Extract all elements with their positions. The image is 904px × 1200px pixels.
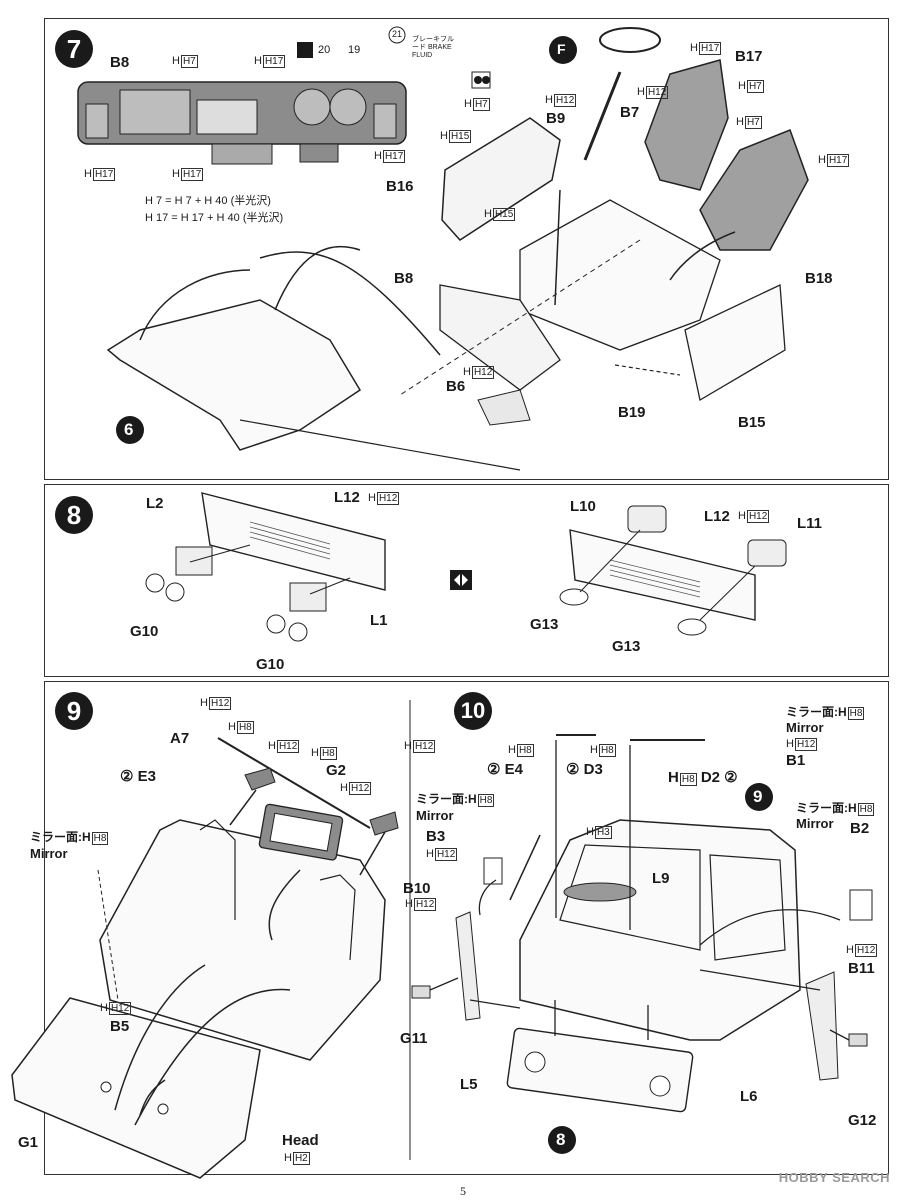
label-a7: A7 xyxy=(170,730,190,747)
paint-formula-1: H 7 = H 7 + H 40 (半光沢) xyxy=(145,195,271,207)
label-b16: B16 xyxy=(386,178,414,195)
hobby-search-watermark: HOBBY SEARCH xyxy=(778,1170,890,1185)
paint-formula-2: H 17 = H 17 + H 40 (半光沢) xyxy=(145,212,284,224)
label-l12-left: L12 xyxy=(334,489,360,506)
label-9-cab: 9 xyxy=(753,787,763,806)
label-f: F xyxy=(557,41,566,57)
step-10-number: 10 xyxy=(454,692,492,730)
mirror-en-b2: Mirror xyxy=(796,816,834,831)
label-g13-a: G13 xyxy=(530,616,559,633)
label-b3: B3 xyxy=(426,828,446,845)
mirror-en-b3: Mirror xyxy=(416,808,454,823)
label-b8-mid: B8 xyxy=(394,270,414,287)
label-head: Head xyxy=(282,1132,319,1149)
label-b17: B17 xyxy=(735,48,763,65)
callout-19: 19 xyxy=(348,44,361,56)
label-e3: ② E3 xyxy=(120,768,156,785)
label-b19: B19 xyxy=(618,404,646,421)
label-b1: B1 xyxy=(786,752,806,769)
label-b7: B7 xyxy=(620,104,640,121)
step-9-number: 9 xyxy=(55,692,93,730)
brake-fluid-label: ブレーキフルード BRAKE FLUID xyxy=(412,36,454,59)
label-b11: B11 xyxy=(848,960,875,977)
label-l1: L1 xyxy=(370,612,388,629)
mirror-en-s9: Mirror xyxy=(30,846,68,861)
callout-21: 21 xyxy=(392,29,403,39)
label-b6: B6 xyxy=(446,378,466,395)
label-g12: G12 xyxy=(848,1112,877,1129)
label-6: 6 xyxy=(124,420,134,439)
label-g2: G2 xyxy=(326,762,347,779)
label-l10: L10 xyxy=(570,498,596,515)
step-8-number: 8 xyxy=(55,496,93,534)
label-l12-right: L12 xyxy=(704,508,730,525)
label-l2: L2 xyxy=(146,495,164,512)
label-g11: G11 xyxy=(400,1030,428,1047)
label-b10: B10 xyxy=(403,880,431,897)
label-l11: L11 xyxy=(797,515,823,532)
label-g13-b: G13 xyxy=(612,638,641,655)
label-b5: B5 xyxy=(110,1018,130,1035)
label-b15: B15 xyxy=(738,414,766,431)
label-g10-b: G10 xyxy=(256,656,285,673)
label-e4: ② E4 xyxy=(487,761,523,778)
label-b2: B2 xyxy=(850,820,870,837)
label-8-grille: 8 xyxy=(556,1130,566,1149)
mirror-en-b1: Mirror xyxy=(786,720,824,735)
label-l6: L6 xyxy=(740,1088,758,1105)
label-d3: ② D3 xyxy=(566,761,603,778)
label-l9: L9 xyxy=(652,870,670,887)
callout-20: 20 xyxy=(318,44,331,56)
label-b18: B18 xyxy=(805,270,833,287)
step-7-number: 7 xyxy=(55,30,93,68)
page-number: 5 xyxy=(460,1184,466,1198)
label-b8-top: B8 xyxy=(110,54,130,71)
label-b9: B9 xyxy=(546,110,566,127)
label-g10-a: G10 xyxy=(130,623,159,640)
label-l5: L5 xyxy=(460,1076,478,1093)
label-g1: G1 xyxy=(18,1134,39,1151)
